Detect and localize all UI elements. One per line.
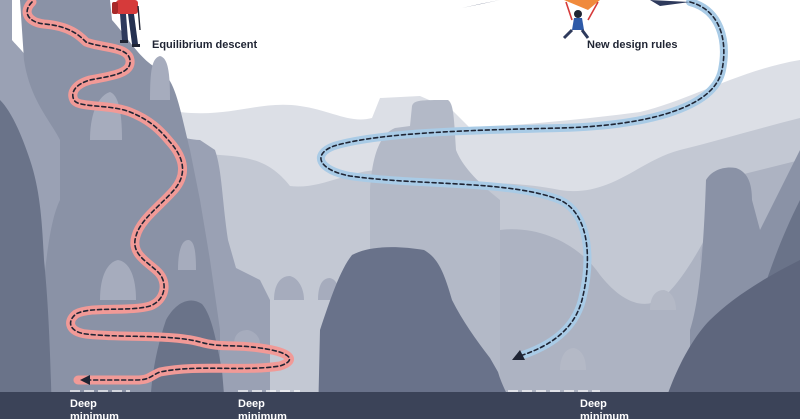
spire-5 [274,276,304,300]
spire-3 [100,260,136,300]
equilibrium-descent-path [22,0,294,385]
deep-minimum-label-3: Deep minimum [580,398,640,419]
spire-8 [560,348,586,370]
deep-minimum-line2: minimum [238,411,287,419]
spire-2 [150,56,170,100]
center-dark-massif [318,247,520,419]
right-dark-massif [660,260,800,419]
new-design-path [317,0,728,360]
deep-minimum-line2: minimum [580,411,629,419]
hiker-icon [112,0,141,47]
deep-minimum-line1: Deep [70,398,97,410]
descent-arrowhead [80,375,90,385]
design-path-dashes [320,1,725,357]
deep-minimum-label-2: Deep minimum [238,398,298,419]
deep-minimum-line2: minimum [70,411,119,419]
paper-plane-icon [462,0,690,8]
design-arrowhead [512,350,525,360]
hang-glider-icon [562,0,600,40]
spire-7 [234,330,260,344]
equilibrium-descent-label: Equilibrium descent [152,39,258,51]
center-left-dark-cliff [150,300,226,419]
valley-floor [0,392,800,419]
deep-minimum-line1: Deep [238,398,265,410]
deep-minimum-label-1: Deep minimum [70,398,130,419]
descent-path-dashes [26,1,291,381]
left-dark-cliff [0,100,52,419]
deep-minimum-line1: Deep [580,398,607,410]
spire-9 [650,290,676,310]
new-design-rules-label: New design rules [587,39,678,51]
spire-4 [178,240,196,270]
